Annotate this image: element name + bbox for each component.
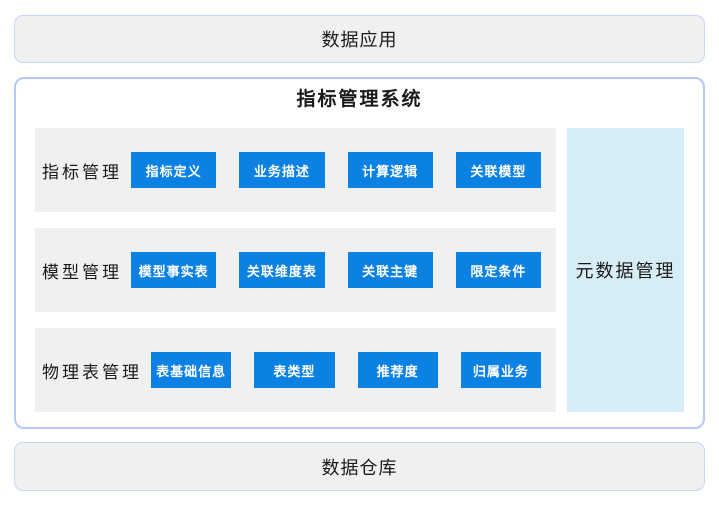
button-table-basic-info[interactable]: 表基础信息 [151, 352, 232, 388]
button-recommendation-level[interactable]: 推荐度 [357, 352, 438, 388]
module-rows: 指标管理 指标定义 业务描述 计算逻辑 关联模型 模型管理 模型事实表 关联维度… [35, 128, 556, 412]
button-associated-primary-key[interactable]: 关联主键 [347, 252, 433, 288]
button-table-type[interactable]: 表类型 [254, 352, 335, 388]
button-associated-model[interactable]: 关联模型 [455, 152, 541, 188]
data-application-bar: 数据应用 [14, 15, 705, 63]
system-title: 指标管理系统 [296, 89, 423, 110]
metadata-management-label: 元数据管理 [575, 261, 676, 281]
data-warehouse-label: 数据仓库 [321, 457, 398, 478]
button-business-description[interactable]: 业务描述 [239, 152, 325, 188]
metadata-management-panel: 元数据管理 [567, 128, 684, 412]
model-management-button-group: 模型事实表 关联维度表 关联主键 限定条件 [131, 252, 541, 288]
button-model-fact-table[interactable]: 模型事实表 [131, 252, 217, 288]
system-content: 指标管理 指标定义 业务描述 计算逻辑 关联模型 模型管理 模型事实表 关联维度… [35, 128, 684, 412]
indicator-management-button-group: 指标定义 业务描述 计算逻辑 关联模型 [131, 152, 541, 188]
button-indicator-definition[interactable]: 指标定义 [131, 152, 217, 188]
row-indicator-management-label: 指标管理 [42, 162, 122, 182]
page: { "top_bar": { "label": "数据应用" }, "syste… [0, 15, 719, 521]
button-calculation-logic[interactable]: 计算逻辑 [347, 152, 433, 188]
row-model-management: 模型管理 模型事实表 关联维度表 关联主键 限定条件 [35, 228, 556, 312]
button-qualifying-condition[interactable]: 限定条件 [455, 252, 541, 288]
button-associated-dimension-table[interactable]: 关联维度表 [239, 252, 325, 288]
data-warehouse-bar: 数据仓库 [14, 442, 705, 491]
data-application-label: 数据应用 [321, 30, 398, 50]
indicator-system-container: 指标管理系统 指标管理 指标定义 业务描述 计算逻辑 关联模型 模型管理 模型事… [14, 77, 705, 429]
row-physical-table-management-label: 物理表管理 [42, 362, 142, 382]
row-physical-table-management: 物理表管理 表基础信息 表类型 推荐度 归属业务 [35, 328, 556, 412]
physical-table-button-group: 表基础信息 表类型 推荐度 归属业务 [151, 352, 541, 388]
row-model-management-label: 模型管理 [42, 262, 122, 282]
button-owning-business[interactable]: 归属业务 [460, 352, 541, 388]
row-indicator-management: 指标管理 指标定义 业务描述 计算逻辑 关联模型 [35, 128, 556, 212]
